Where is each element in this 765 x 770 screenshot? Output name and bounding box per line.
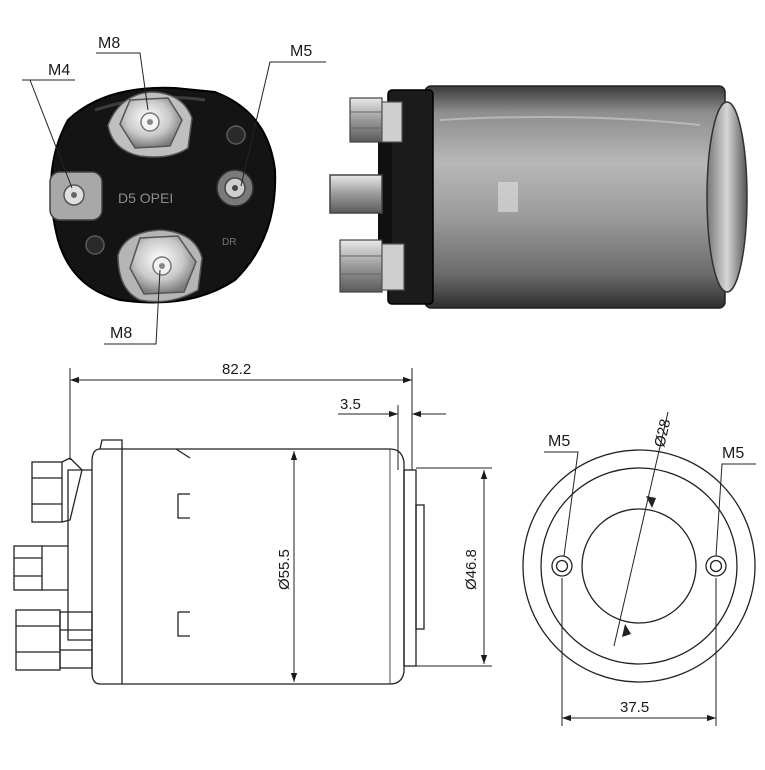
m5-terminal bbox=[216, 169, 254, 207]
hole-left-outer bbox=[551, 555, 573, 577]
inner-body-circle bbox=[540, 467, 738, 665]
outer-flange-circle bbox=[522, 449, 756, 683]
plunger-stub bbox=[329, 174, 383, 214]
hole-right-outer bbox=[705, 555, 727, 577]
m8-bottom-stud bbox=[117, 229, 203, 303]
side-plunger bbox=[13, 545, 43, 591]
terminal-face-photo: D5 OPEI DR bbox=[49, 86, 277, 304]
flange-diameter-value: Ø46.8 bbox=[463, 549, 480, 590]
callout-m8-top: M8 bbox=[98, 35, 120, 52]
hole-right-inner bbox=[709, 559, 723, 573]
side-bottom-stud bbox=[339, 239, 405, 293]
mount-hole-bottom bbox=[85, 235, 105, 255]
side-body-outline bbox=[91, 448, 405, 685]
end-view-dimensions: M5 M5 Ø28 37.5 bbox=[544, 411, 756, 726]
m4-terminal bbox=[49, 171, 103, 221]
cap-stamp-code: D5 OPEI bbox=[118, 190, 173, 206]
callout-m4: M4 bbox=[48, 62, 70, 79]
solenoid-side-photo bbox=[329, 85, 748, 309]
hole-left-inner bbox=[555, 559, 569, 573]
overall-length-value: 82.2 bbox=[222, 361, 251, 378]
cap-stamp-small: DR bbox=[222, 237, 236, 248]
side-bottom-nut bbox=[15, 609, 61, 671]
side-view-dimensions: 82.2 3.5 Ø55.5 Ø46.8 bbox=[69, 361, 492, 682]
flange-thickness-value: 3.5 bbox=[340, 396, 361, 413]
bore-diameter-value: Ø28 bbox=[651, 417, 674, 448]
hole-spacing-value: 37.5 bbox=[620, 699, 649, 716]
hole-right-label: M5 bbox=[722, 445, 744, 462]
side-view-drawing bbox=[13, 439, 425, 685]
center-bore-circle bbox=[581, 508, 697, 624]
bore-diameter-line bbox=[613, 411, 669, 647]
callout-m5: M5 bbox=[290, 43, 312, 60]
end-view-drawing bbox=[522, 449, 756, 683]
side-top-stud bbox=[349, 97, 403, 143]
barrel-end-cap bbox=[706, 101, 748, 293]
callout-m8-bottom: M8 bbox=[110, 325, 132, 342]
terminal-cap-body bbox=[49, 86, 277, 304]
mount-hole-top bbox=[226, 125, 246, 145]
body-diameter-value: Ø55.5 bbox=[276, 549, 293, 590]
side-flange bbox=[403, 469, 417, 667]
m8-top-stud bbox=[107, 91, 193, 158]
hole-left-label: M5 bbox=[548, 433, 570, 450]
photo-callouts: M8 M4 M5 M8 bbox=[22, 35, 326, 345]
side-top-nut bbox=[31, 461, 63, 523]
